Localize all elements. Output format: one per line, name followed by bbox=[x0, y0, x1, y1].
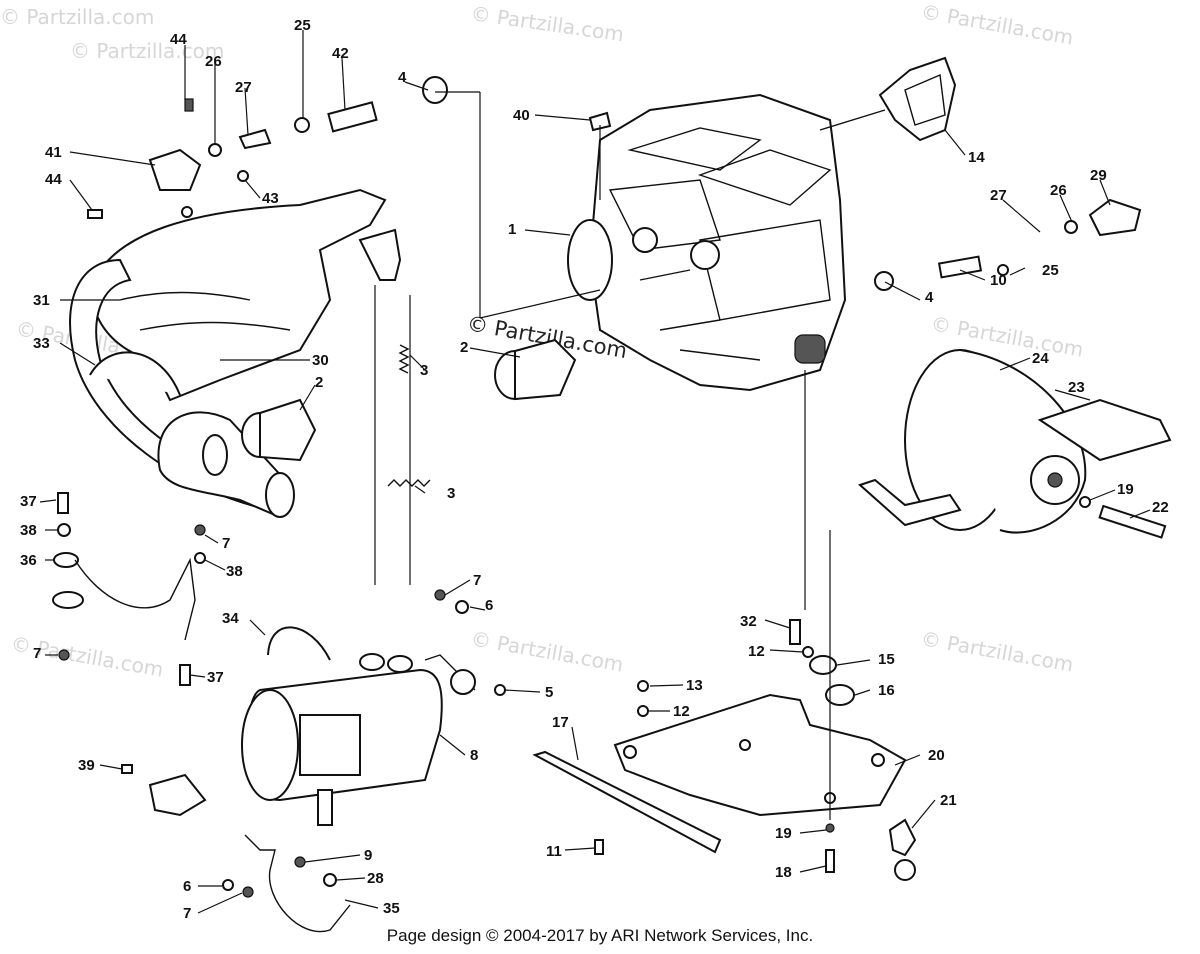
drive-clutch bbox=[858, 349, 1172, 534]
callout-label: 32 bbox=[740, 613, 757, 630]
callout-label: 42 bbox=[332, 45, 349, 62]
callout-label: 3 bbox=[420, 362, 428, 379]
exhaust-flange bbox=[241, 338, 577, 462]
callout-label: 19 bbox=[1117, 481, 1134, 498]
callout-label: 10 bbox=[990, 272, 1007, 289]
oil-tank bbox=[241, 653, 476, 826]
callout-label: 44 bbox=[170, 31, 187, 48]
callout-label: 29 bbox=[1090, 167, 1107, 184]
callout-label: 7 bbox=[183, 905, 191, 922]
callout-label: 12 bbox=[673, 703, 690, 720]
callout-label: 26 bbox=[1050, 182, 1067, 199]
callout-label: 8 bbox=[470, 747, 478, 764]
leader-lines bbox=[39, 30, 1151, 914]
callout-label: 30 bbox=[312, 352, 329, 369]
mounting-plate bbox=[532, 693, 907, 854]
recoil-starter-handle bbox=[819, 56, 957, 142]
callout-label: 18 bbox=[775, 864, 792, 881]
callout-label: 37 bbox=[207, 669, 224, 686]
callout-label: 33 bbox=[33, 335, 50, 352]
callout-label: 7 bbox=[222, 535, 230, 552]
callout-label: 27 bbox=[990, 187, 1007, 204]
callout-label: 7 bbox=[473, 572, 481, 589]
engine-block bbox=[567, 93, 847, 392]
callout-label: 25 bbox=[294, 17, 311, 34]
callout-label: 34 bbox=[222, 610, 239, 627]
callout-label: 38 bbox=[20, 522, 37, 539]
callout-label: 26 bbox=[205, 53, 222, 70]
callout-label: 4 bbox=[398, 69, 407, 86]
tuned-pipe bbox=[69, 188, 402, 518]
callout-label: 2 bbox=[460, 339, 468, 356]
callout-label: 40 bbox=[513, 107, 530, 124]
callout-label: 9 bbox=[364, 847, 372, 864]
callout-label: 23 bbox=[1068, 379, 1085, 396]
callout-label: 31 bbox=[33, 292, 50, 309]
callout-label: 24 bbox=[1032, 350, 1049, 367]
callout-label: 25 bbox=[1042, 262, 1059, 279]
callout-label: 21 bbox=[940, 792, 957, 809]
callout-label: 6 bbox=[183, 878, 191, 895]
watermark: © Partzilla.com bbox=[70, 39, 224, 63]
callout-label: 19 bbox=[775, 825, 792, 842]
callout-label: 38 bbox=[226, 563, 243, 580]
watermark: © Partzilla.com bbox=[469, 1, 625, 46]
callout-label: 2 bbox=[315, 374, 323, 391]
callout-label: 27 bbox=[235, 79, 252, 96]
callout-label: 41 bbox=[45, 144, 62, 161]
callout-label: 37 bbox=[20, 493, 37, 510]
watermark: © Partzilla.com bbox=[919, 626, 1075, 676]
callout-label: 14 bbox=[968, 149, 985, 166]
callout-label: 3 bbox=[447, 485, 455, 502]
callout-label: 39 bbox=[78, 757, 95, 774]
callout-label: 1 bbox=[508, 221, 516, 238]
callout-label: 7 bbox=[33, 645, 41, 662]
callout-label: 12 bbox=[748, 643, 765, 660]
callout-label: 17 bbox=[552, 714, 569, 731]
callout-label: 5 bbox=[545, 684, 553, 701]
callout-labels: 44 26 27 25 42 4 41 44 43 40 1 14 27 26 … bbox=[20, 17, 1169, 922]
hardware-bolts bbox=[52, 76, 1167, 933]
callout-label: 16 bbox=[878, 682, 895, 699]
watermark: © Partzilla.com bbox=[919, 0, 1075, 50]
callout-label: 44 bbox=[45, 171, 62, 188]
callout-label: 6 bbox=[485, 597, 493, 614]
springs bbox=[387, 344, 431, 487]
callout-label: 15 bbox=[878, 651, 895, 668]
watermark: © Partzilla.com bbox=[469, 626, 625, 676]
callout-label: 36 bbox=[20, 552, 37, 569]
callout-label: 28 bbox=[367, 870, 384, 887]
oil-hose bbox=[89, 351, 331, 661]
callout-label: 43 bbox=[262, 190, 279, 207]
callout-label: 22 bbox=[1152, 499, 1169, 516]
copyright-footer: Page design © 2004-2017 by ARI Network S… bbox=[386, 926, 814, 945]
callout-label: 4 bbox=[925, 289, 934, 306]
callout-label: 11 bbox=[546, 843, 562, 860]
callout-label: 35 bbox=[383, 900, 400, 917]
callout-label: 20 bbox=[928, 747, 945, 764]
watermark: © Partzilla.com bbox=[0, 5, 154, 29]
callout-label: 13 bbox=[686, 677, 703, 694]
